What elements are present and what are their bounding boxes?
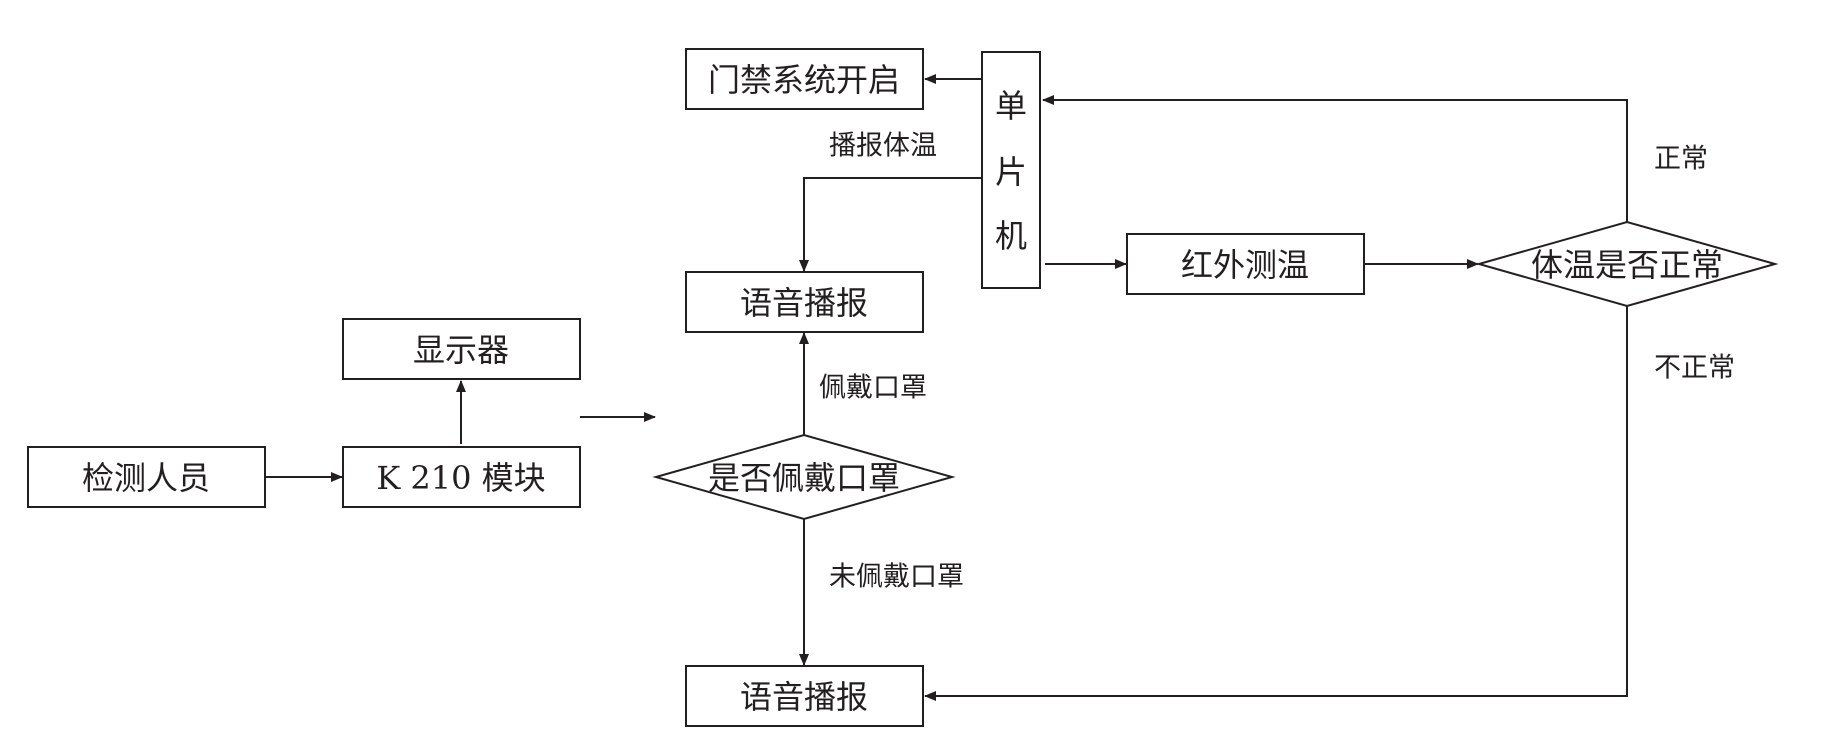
- arrow-temp-abnormal-to-voice-bottom: [924, 306, 1628, 701]
- temp-check-label: 体温是否正常: [1531, 246, 1723, 284]
- mask-check-label: 是否佩戴口罩: [708, 459, 900, 497]
- k210-label: K 210 模块: [376, 459, 545, 497]
- mcu-label-1: 单: [995, 87, 1027, 125]
- inspector-label: 检测人员: [82, 459, 210, 497]
- edge-label-wearing-mask: 佩戴口罩: [819, 373, 927, 404]
- voice-top-label: 语音播报: [740, 284, 868, 322]
- mcu-label-3: 机: [995, 217, 1027, 255]
- k210-box: [342, 446, 581, 508]
- door-box: [685, 48, 924, 110]
- display-box: [342, 318, 581, 380]
- voice-bottom-label: 语音播报: [740, 678, 868, 716]
- edge-label-normal: 正常: [1654, 144, 1708, 175]
- infrared-label: 红外测温: [1181, 246, 1309, 284]
- voice-bottom-box: [685, 665, 924, 727]
- mask-check-diamond: [652, 433, 956, 521]
- door-label: 门禁系统开启: [708, 61, 900, 99]
- edge-label-broadcast-temp: 播报体温: [829, 131, 937, 162]
- arrow-temp-normal-to-mcu: [1042, 95, 1628, 222]
- mcu-label-2: 片: [995, 153, 1027, 191]
- temp-check-diamond: [1475, 220, 1779, 308]
- arrow-mcu-to-voice-top: [799, 177, 982, 272]
- display-label: 显示器: [413, 331, 509, 369]
- mcu-box: [981, 51, 1041, 289]
- edge-label-abnormal: 不正常: [1654, 353, 1735, 384]
- edge-label-no-mask: 未佩戴口罩: [829, 562, 964, 593]
